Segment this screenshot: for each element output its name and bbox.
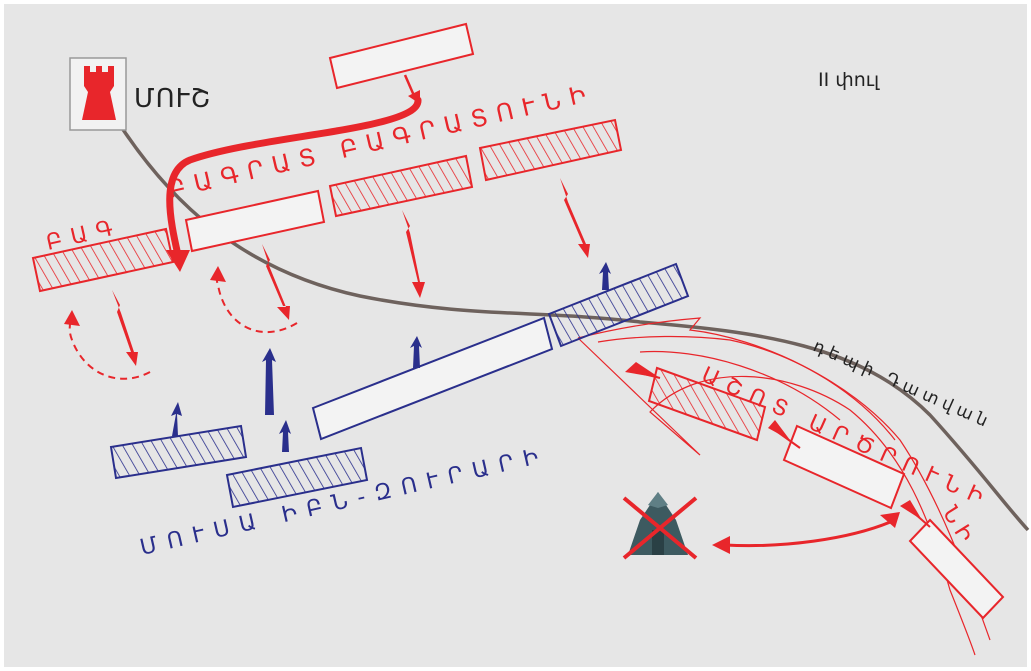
blue-attack-arrows bbox=[171, 262, 611, 452]
bagrat-unit-3 bbox=[328, 154, 474, 218]
bagrat-unit-4 bbox=[478, 118, 623, 182]
bagrat-unit-1 bbox=[31, 227, 175, 293]
musa-unit-main bbox=[311, 316, 554, 441]
phase-label: II փուլ bbox=[818, 69, 880, 91]
ashot-arrows bbox=[625, 362, 931, 528]
bagrat-unit-2 bbox=[184, 189, 326, 253]
musa-unit-left bbox=[109, 424, 248, 480]
bagrat-reserve-unit bbox=[328, 22, 475, 90]
ashot-corridor bbox=[577, 317, 991, 656]
musa-unit-right bbox=[547, 262, 690, 348]
ashot-unit-2 bbox=[782, 424, 906, 510]
camp-attack-arrow bbox=[724, 518, 896, 548]
bagrat-flank-maneuver-arrow bbox=[166, 96, 422, 259]
destroyed-camp-icon bbox=[622, 492, 698, 560]
red-attack-arrows bbox=[112, 178, 590, 366]
ashot-unit-3 bbox=[908, 518, 1005, 620]
musa-unit-center-left bbox=[225, 446, 369, 509]
fortress-label: ՄՈՒՇ bbox=[134, 84, 211, 114]
fortress-tower-icon bbox=[69, 57, 127, 131]
ashot-unit-1 bbox=[647, 366, 767, 442]
